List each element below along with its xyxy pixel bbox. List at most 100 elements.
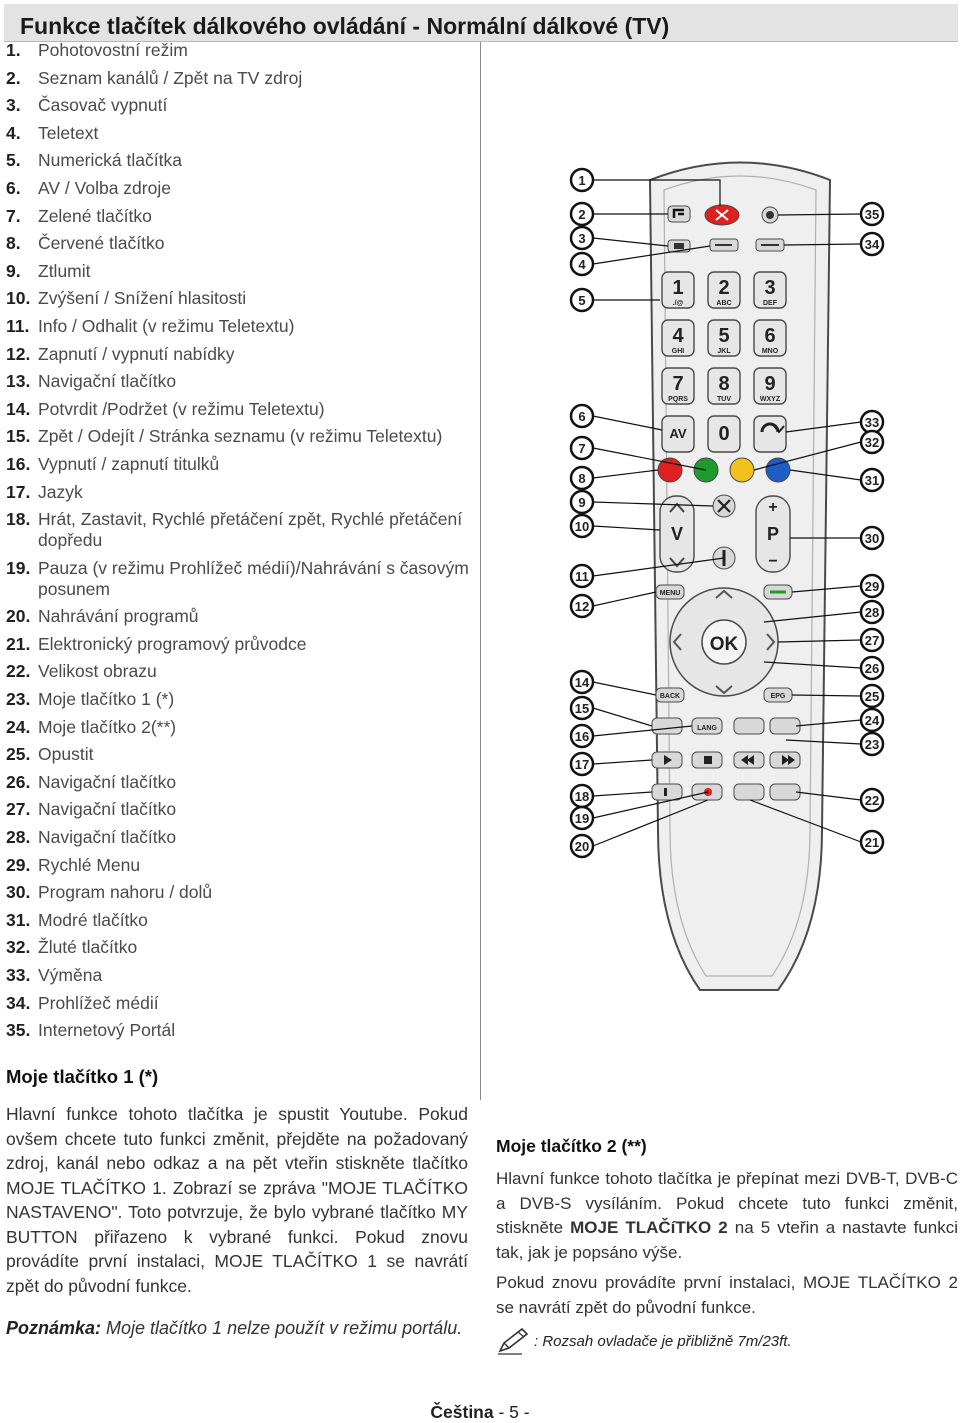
remote-control-illustration: 1./@2ABC3DEF4GHI5JKL6MNO7PQRS8TUV9WXYZAV… <box>569 161 885 991</box>
program-up-icon: + <box>768 499 777 516</box>
callout-right-label: 29 <box>865 579 879 594</box>
remote-body <box>648 161 832 991</box>
remote-body-inner <box>663 175 817 977</box>
note-label: Poznámka: <box>6 1318 102 1338</box>
legend-text: Elektronický programový průvodce <box>38 633 307 654</box>
callout-right-label: 31 <box>865 473 879 488</box>
number-key <box>661 271 695 309</box>
legend-text: Vypnutí / zapnutí titulků <box>38 453 220 474</box>
footer-language: Čeština <box>430 1402 494 1422</box>
legend-text: AV / Volba zdroje <box>38 177 171 198</box>
callout-leader <box>789 469 862 481</box>
callout-left-label: 17 <box>575 757 589 772</box>
callout-left-label: 1 <box>578 173 585 188</box>
legend-number: 33. <box>6 965 31 985</box>
exit-key-label: EPG <box>771 693 786 700</box>
callout-right-label: 21 <box>865 835 879 850</box>
legend-text: Ztlumit <box>38 260 91 281</box>
section-2-body-bold: MOJE TLAČíTKO 2 <box>570 1218 728 1237</box>
legend-text: Navigační tlačítko <box>38 799 177 820</box>
legend-item: 26.Navigační tlačítko <box>6 772 476 793</box>
menu-key-label: MENU <box>660 590 681 597</box>
legend-number: 19. <box>6 557 31 578</box>
legend-number: 14. <box>6 398 31 419</box>
legend-number: 4. <box>6 122 21 143</box>
legend-number: 32. <box>6 937 31 958</box>
play-icon <box>664 755 672 765</box>
page-title: Funkce tlačítek dálkového ovládání - Nor… <box>20 13 670 39</box>
callout-leader <box>791 585 862 593</box>
zero-key <box>707 415 741 453</box>
callout-left-label: 9 <box>578 495 585 510</box>
number-key-digit: 2 <box>718 277 729 299</box>
legend-text: Jazyk <box>38 481 83 502</box>
section-2-body-b: na 5 vteřin a nastavte funkci tak, jak j… <box>496 1218 958 1262</box>
legend-item: 10.Zvýšení / Snížení hlasitosti <box>6 288 476 309</box>
callout-left-label: 11 <box>575 569 589 584</box>
number-key-letters: DEF <box>763 300 778 307</box>
section-2-heading: Moje tlačítko 2 (**) <box>496 1136 647 1156</box>
number-key-digit: 8 <box>718 373 729 395</box>
legend-text: Seznam kanálů / Zpět na TV zdroj <box>38 67 303 88</box>
legend-number: 17. <box>6 481 31 502</box>
epg-key <box>733 783 765 801</box>
legend-item: 16. Vypnutí / zapnutí titulků <box>6 454 476 475</box>
legend-number: 16. <box>6 453 31 474</box>
legend-text: Moje tlačítko 1 (*) <box>38 689 175 710</box>
legend-number: 30. <box>6 882 31 903</box>
legend-item: 25.Opustit <box>6 744 476 765</box>
legend-text: Výměna <box>38 965 103 985</box>
footer-page-number: - 5 - <box>493 1402 530 1422</box>
callout-right-label: 25 <box>865 689 879 704</box>
callout-leader <box>763 661 862 669</box>
legend-text: Zelené tlačítko <box>38 205 152 226</box>
legend-item: 12.Zapnutí / vypnutí nabídky <box>6 344 476 365</box>
page-footer: Čeština - 5 - <box>0 1402 960 1423</box>
callout-left-label: 2 <box>578 207 585 222</box>
legend-text: Velikost obrazu <box>38 661 157 682</box>
legend-text: Nahrávání programů <box>38 606 199 627</box>
stop-icon <box>704 756 712 764</box>
callout-left-label: 19 <box>575 811 589 826</box>
yellow-key <box>729 457 755 483</box>
callout-leader <box>749 799 862 843</box>
legend-text: Rychlé Menu <box>38 854 141 875</box>
legend-number: 25. <box>6 744 31 765</box>
legend-item: 35.Internetový Portál <box>6 1020 476 1041</box>
callout-right-label: 23 <box>865 737 879 752</box>
number-key-digit: 6 <box>764 325 775 347</box>
nav-right-icon <box>766 633 776 651</box>
program-down-icon: − <box>768 553 777 570</box>
subtitle-key <box>651 717 683 735</box>
legend-number: 21. <box>6 633 31 654</box>
legend-number: 1. <box>6 40 21 60</box>
legend-text: Navigační tlačítko <box>38 371 177 392</box>
rewind-icon <box>741 755 754 765</box>
section-2-body-a: Hlavní funkce tohoto tlačítka je přepína… <box>496 1169 958 1237</box>
legend-number: 12. <box>6 343 31 364</box>
number-key <box>707 319 741 357</box>
callout-right-label: 35 <box>865 207 879 222</box>
callout-leader <box>592 799 709 847</box>
legend-number: 29. <box>6 854 31 875</box>
callout-left-label: 10 <box>575 519 589 534</box>
legend-number: 18. <box>6 509 31 530</box>
number-key-letters: TUV <box>717 396 731 403</box>
pause-icon <box>664 788 667 796</box>
legend-text: Pohotovostní režim <box>38 40 188 60</box>
callout-left-label: 3 <box>578 231 585 246</box>
callout-left-label: 14 <box>575 675 590 690</box>
legend-item: 5.Numerická tlačítka <box>6 150 476 171</box>
section-1-heading: Moje tlačítko 1 (*) <box>6 1066 159 1087</box>
callout-leader <box>785 421 862 433</box>
legend-number: 11. <box>6 315 30 336</box>
legend-number: 8. <box>6 233 21 254</box>
legend-number: 26. <box>6 771 31 792</box>
legend-number: 15. <box>6 426 31 447</box>
legend-item: 22.Velikost obrazu <box>6 661 476 682</box>
lang-key-label: LANG <box>697 725 717 732</box>
number-key-letters: GHI <box>672 348 685 355</box>
callout-left-label: 6 <box>578 409 585 424</box>
range-note-text: : Rozsah ovladače je přibližně 7m/23ft. <box>534 1332 792 1350</box>
